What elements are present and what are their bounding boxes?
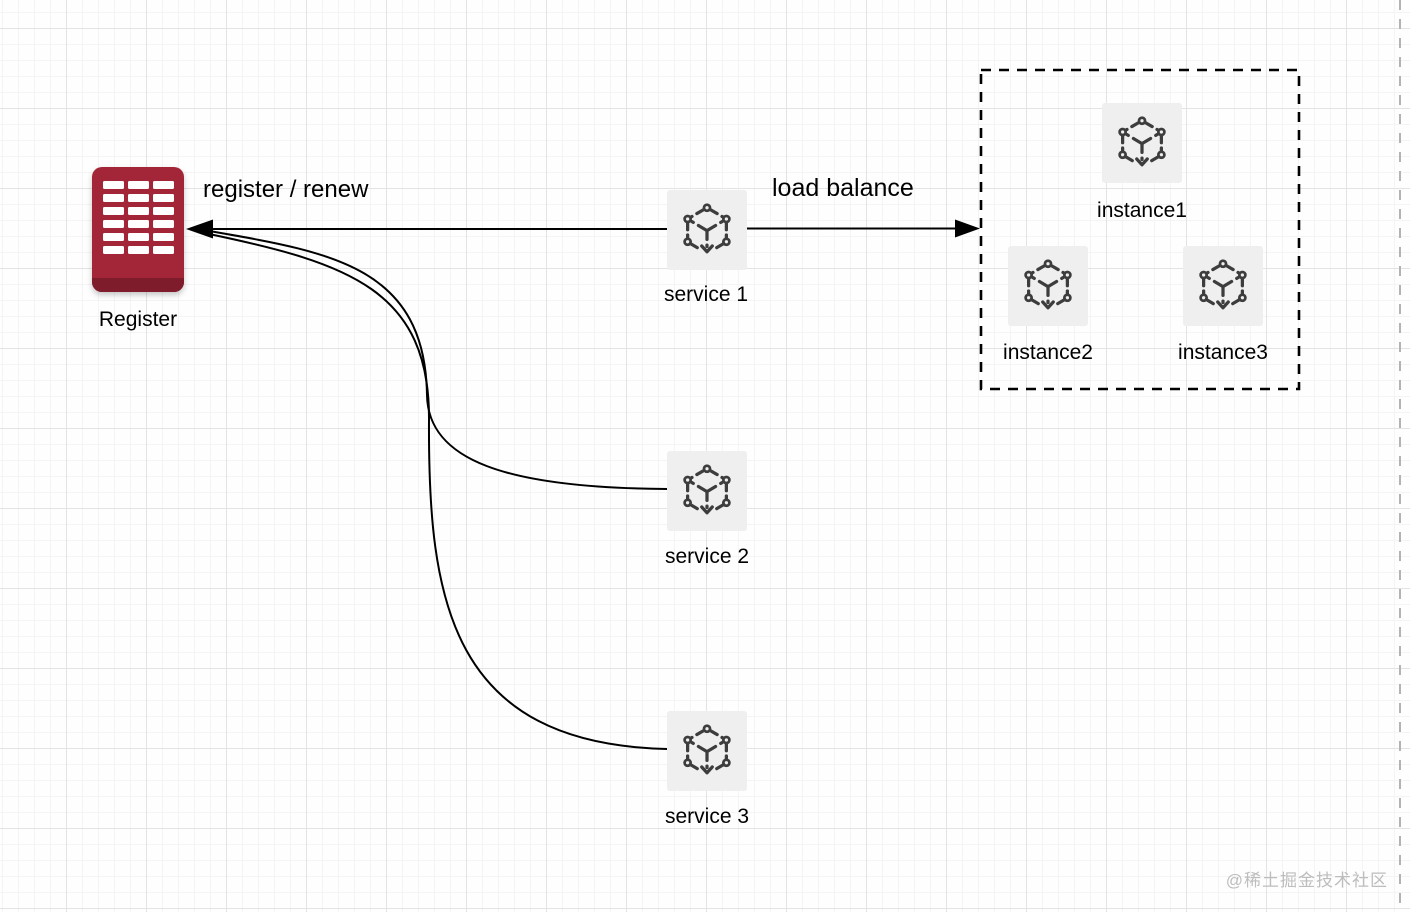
instance2-label: instance2 bbox=[1003, 341, 1093, 364]
service3-node bbox=[667, 711, 747, 791]
cube-icon bbox=[683, 724, 731, 775]
load-balance-edge-label: load balance bbox=[772, 174, 914, 202]
service2-label: service 2 bbox=[664, 545, 750, 568]
instance3-label: instance3 bbox=[1178, 341, 1268, 364]
register-node bbox=[92, 167, 184, 292]
cube-icon bbox=[1118, 116, 1166, 167]
instance2-node bbox=[1008, 246, 1088, 326]
edge-service3-register bbox=[208, 233, 668, 750]
edge-service1-register bbox=[186, 219, 667, 239]
instance1-label: instance1 bbox=[1097, 199, 1187, 222]
cube-icon bbox=[1024, 259, 1072, 310]
service2-node bbox=[667, 451, 747, 531]
register-renew-edge-label: register / renew bbox=[203, 176, 369, 203]
register-label: Register bbox=[98, 308, 178, 331]
cube-icon bbox=[683, 464, 731, 515]
service3-label: service 3 bbox=[664, 805, 750, 828]
cube-icon bbox=[1199, 259, 1247, 310]
edge-service2-register bbox=[208, 230, 668, 490]
cube-icon bbox=[683, 203, 731, 254]
instance1-node bbox=[1102, 103, 1182, 183]
service1-label: service 1 bbox=[663, 283, 749, 306]
edge-service1-instances bbox=[747, 219, 980, 238]
registry-building-icon bbox=[92, 167, 184, 292]
service1-node bbox=[667, 190, 747, 270]
watermark: @稀土掘金技术社区 bbox=[1225, 871, 1388, 890]
instance3-node bbox=[1183, 246, 1263, 326]
